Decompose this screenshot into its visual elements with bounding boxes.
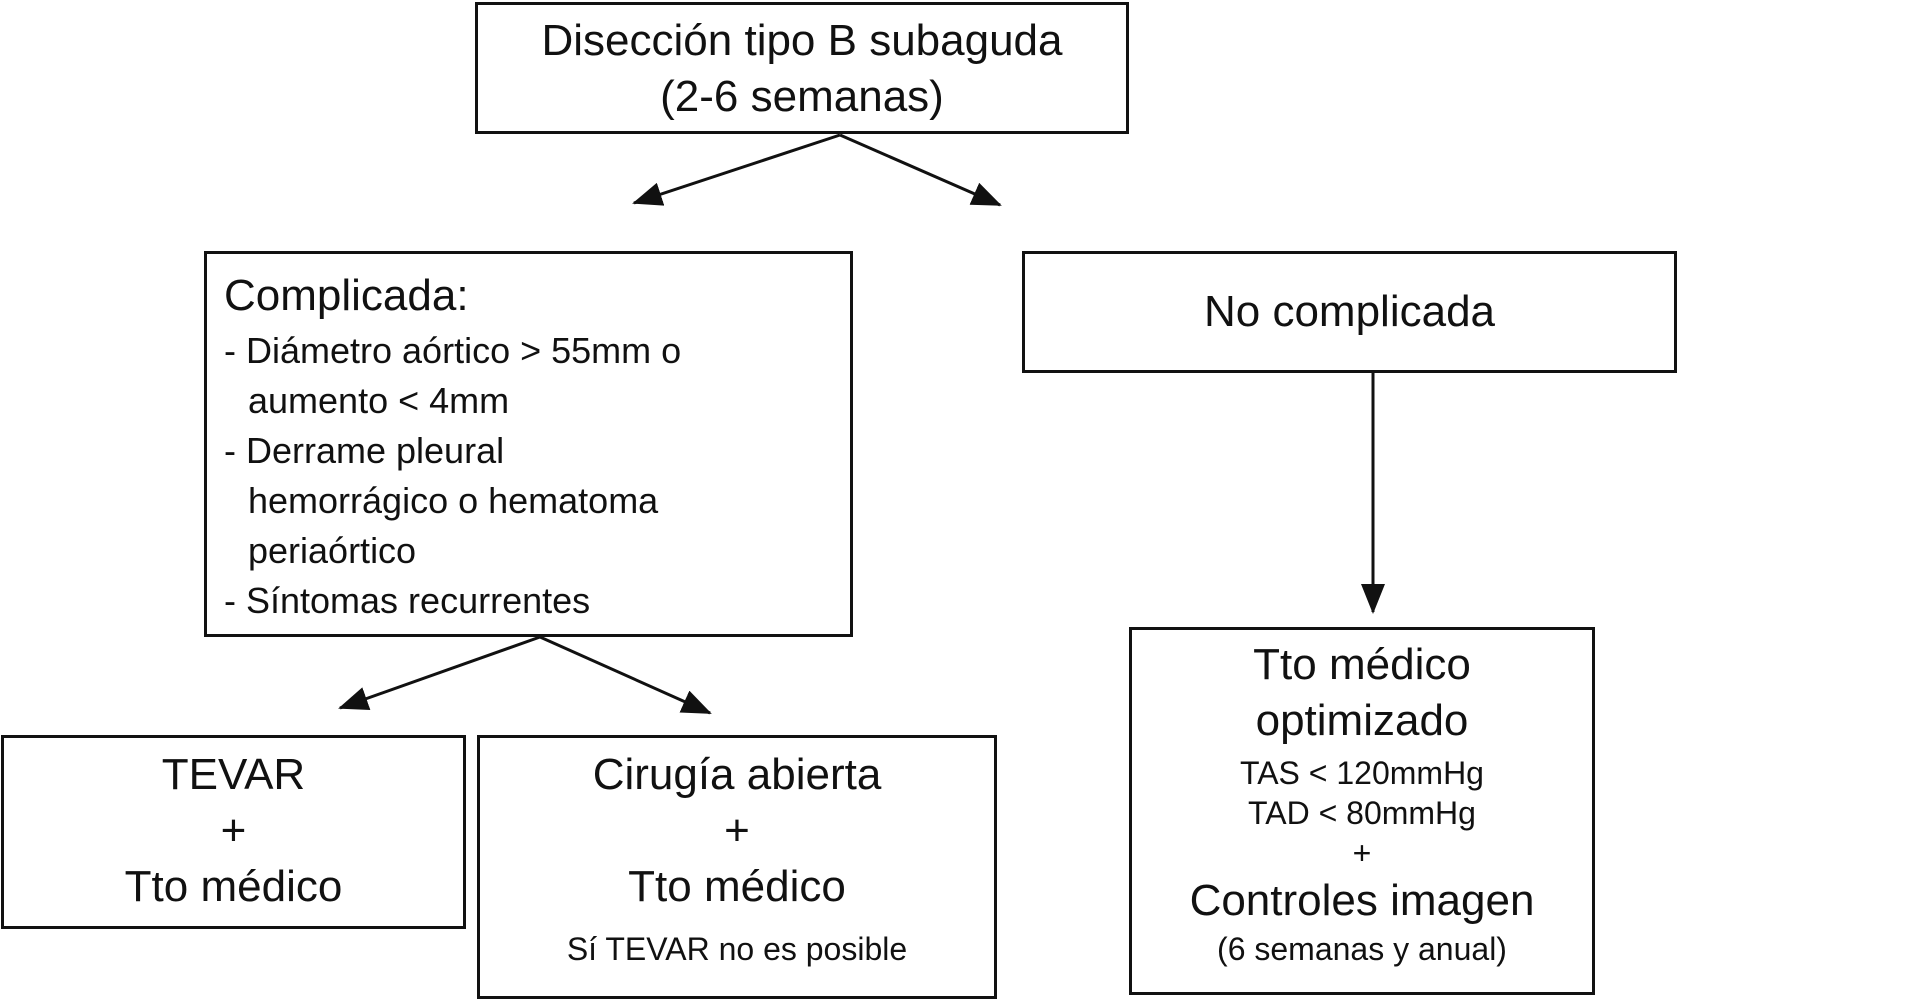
- arrow-complicated-to-open-surgery: [539, 635, 712, 715]
- root-line-2: (2-6 semanas): [660, 72, 944, 121]
- arrow-root-to-uncomplicated: [839, 133, 1002, 207]
- node-subacute-type-b-dissection: Disección tipo B subaguda (2-6 semanas): [475, 2, 1129, 134]
- surgery-note: Sí TEVAR no es posible: [566, 931, 908, 967]
- arrow-root-to-complicated: [632, 133, 841, 206]
- node-tevar-option: TEVAR + Tto médico: [1, 735, 466, 929]
- arrow-complicated-to-tevar: [338, 635, 541, 710]
- node-open-surgery-option: Cirugía abierta + Tto médico Sí TEVAR no…: [477, 735, 997, 999]
- node-optimized-medical-treatment: Tto médico optimizado TAS < 120mmHg TAD …: [1129, 627, 1595, 995]
- criterion-aortic-diameter: - Diámetro aórtico > 55mm o aumento < 4m…: [224, 326, 850, 426]
- surgery-line-2: +: [724, 806, 750, 855]
- tevar-line-1: TEVAR: [161, 750, 306, 799]
- criterion-aortic-diameter-line-1: - Diámetro aórtico > 55mm o: [224, 330, 682, 371]
- criterion-aortic-diameter-line-2: aumento < 4mm: [248, 380, 510, 421]
- medical-plus: +: [1352, 835, 1372, 871]
- criterion-recurrent-symptoms-line-1: - Síntomas recurrentes: [224, 580, 591, 621]
- criterion-pleural-effusion-line-2: hemorrágico o hematoma: [248, 480, 659, 521]
- criterion-pleural-effusion-line-3: periaórtico: [248, 530, 417, 571]
- root-line-1: Disección tipo B subaguda: [541, 16, 1063, 65]
- criterion-pleural-effusion: - Derrame pleural hemorrágico o hematoma…: [224, 426, 850, 576]
- uncomplicated-label: No complicada: [1203, 287, 1496, 336]
- medical-target-dbp: TAD < 80mmHg: [1248, 795, 1476, 831]
- complicated-criteria-list: - Diámetro aórtico > 55mm o aumento < 4m…: [224, 326, 850, 626]
- node-complicated: Complicada: - Diámetro aórtico > 55mm o …: [204, 251, 853, 637]
- medical-imaging-label: Controles imagen: [1189, 876, 1535, 925]
- tevar-line-2: +: [220, 806, 247, 855]
- complicated-title: Complicada:: [224, 271, 469, 320]
- surgery-line-1: Cirugía abierta: [592, 750, 882, 799]
- medical-title-line-1: Tto médico: [1253, 640, 1471, 689]
- criterion-pleural-effusion-line-1: - Derrame pleural: [224, 430, 505, 471]
- surgery-line-3: Tto médico: [628, 862, 846, 911]
- tevar-line-3: Tto médico: [124, 862, 343, 911]
- criterion-recurrent-symptoms: - Síntomas recurrentes: [224, 576, 850, 626]
- node-uncomplicated: No complicada: [1022, 251, 1677, 373]
- medical-target-sbp: TAS < 120mmHg: [1240, 755, 1484, 791]
- medical-title-line-2: optimizado: [1255, 696, 1469, 745]
- medical-imaging-schedule: (6 semanas y anual): [1217, 931, 1507, 967]
